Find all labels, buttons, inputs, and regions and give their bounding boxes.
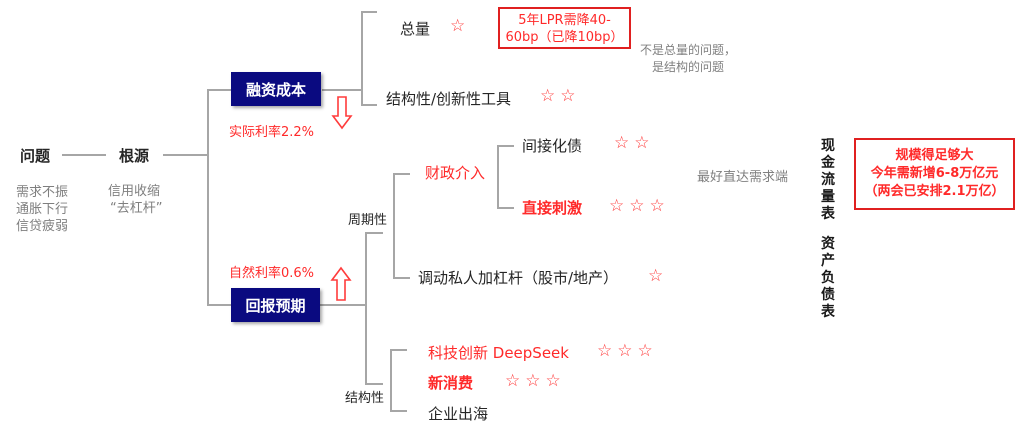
total-label: 总量	[400, 20, 431, 38]
new-consumption-stars: ☆☆☆	[505, 371, 566, 391]
structural-tools-label: 结构性/创新性工具	[386, 90, 512, 108]
scale-callout-line-2: 今年需新增6-8万亿元	[870, 166, 999, 181]
new-consumption-label: 新消费	[428, 374, 474, 392]
return-expectation-label: 回报预期	[245, 296, 306, 315]
problem-title: 问题	[20, 147, 51, 165]
connector-to-return	[207, 304, 232, 306]
connector-root-trunk	[163, 154, 207, 156]
fiscal-intervention-label: 财政介入	[425, 164, 486, 182]
connector-to-direct-stimulus	[497, 207, 514, 209]
private-leverage-label: 调动私人加杠杆（股市/地产）	[418, 269, 619, 287]
indirect-debt-label: 间接化债	[522, 137, 583, 155]
overseas-expansion-label: 企业出海	[428, 405, 489, 423]
connector-to-fiscal	[393, 173, 410, 175]
tech-innovation-stars: ☆☆☆	[597, 341, 658, 361]
structural-label: 结构性	[345, 391, 385, 406]
connector-to-private-leverage	[393, 277, 410, 279]
structure-note-line-1: 不是总量的问题，	[640, 43, 737, 57]
scale-callout-line-3: （两会已安排2.1万亿）	[864, 184, 1005, 199]
structural-tools-stars: ☆☆	[540, 86, 581, 106]
connector-to-financing	[207, 89, 232, 91]
problem-symptom-2: 通胀下行	[16, 202, 69, 217]
connector-return-out	[320, 304, 366, 306]
root-title: 根源	[119, 147, 150, 165]
financing-cost-label: 融资成本	[245, 80, 306, 99]
connector-to-structural	[365, 383, 383, 385]
connector-trunk-vertical	[207, 89, 209, 305]
scale-callout-line-1: 规模得足够大	[895, 148, 974, 163]
connector-to-tech	[390, 349, 407, 351]
return-expectation-box: 回报预期	[231, 288, 320, 322]
cash-flow-statement-label: 现金流量表	[821, 138, 835, 222]
balance-sheet-label: 资产负债表	[821, 236, 835, 320]
demand-note: 最好直达需求端	[697, 170, 789, 185]
lpr-callout: 5年LPR需降40- 60bp（已降10bp）	[498, 7, 631, 49]
real-rate-label: 实际利率2.2%	[229, 125, 315, 140]
structure-note-line-2: 是结构的问题	[652, 60, 725, 74]
connector-to-total	[361, 11, 377, 13]
financing-cost-box: 融资成本	[231, 72, 321, 106]
indirect-debt-stars: ☆☆	[614, 133, 655, 153]
connector-fiscal-vertical	[497, 145, 499, 208]
root-desc-1: 信用收缩	[108, 184, 161, 199]
connector-cyclical-vertical	[393, 173, 395, 278]
root-desc-2: “去杠杆”	[110, 201, 163, 216]
scale-callout: 规模得足够大 今年需新增6-8万亿元 （两会已安排2.1万亿）	[854, 138, 1015, 210]
lpr-callout-line-1: 5年LPR需降40-	[518, 13, 611, 28]
connector-to-indirect-debt	[497, 145, 514, 147]
connector-financing-out	[322, 89, 362, 91]
connector-problem-root	[62, 154, 106, 156]
down-arrow-icon	[331, 96, 353, 130]
connector-structural-vertical	[390, 349, 392, 411]
direct-stimulus-label: 直接刺激	[522, 199, 583, 217]
lpr-callout-line-2: 60bp（已降10bp）	[505, 30, 624, 45]
problem-symptom-3: 信贷疲弱	[16, 219, 69, 234]
total-stars: ☆	[450, 16, 471, 36]
connector-to-structural-tools	[361, 104, 377, 106]
connector-to-overseas	[390, 410, 407, 412]
cyclical-label: 周期性	[348, 213, 388, 228]
private-leverage-stars: ☆	[648, 266, 669, 286]
connector-to-cyclical	[365, 232, 383, 234]
tech-innovation-label: 科技创新 DeepSeek	[428, 344, 569, 362]
problem-symptom-1: 需求不振	[16, 185, 69, 200]
connector-return-vertical	[365, 232, 367, 384]
direct-stimulus-stars: ☆☆☆	[609, 196, 670, 216]
up-arrow-icon	[330, 266, 352, 301]
natural-rate-label: 自然利率0.6%	[229, 266, 315, 281]
connector-financing-vertical	[361, 11, 363, 106]
